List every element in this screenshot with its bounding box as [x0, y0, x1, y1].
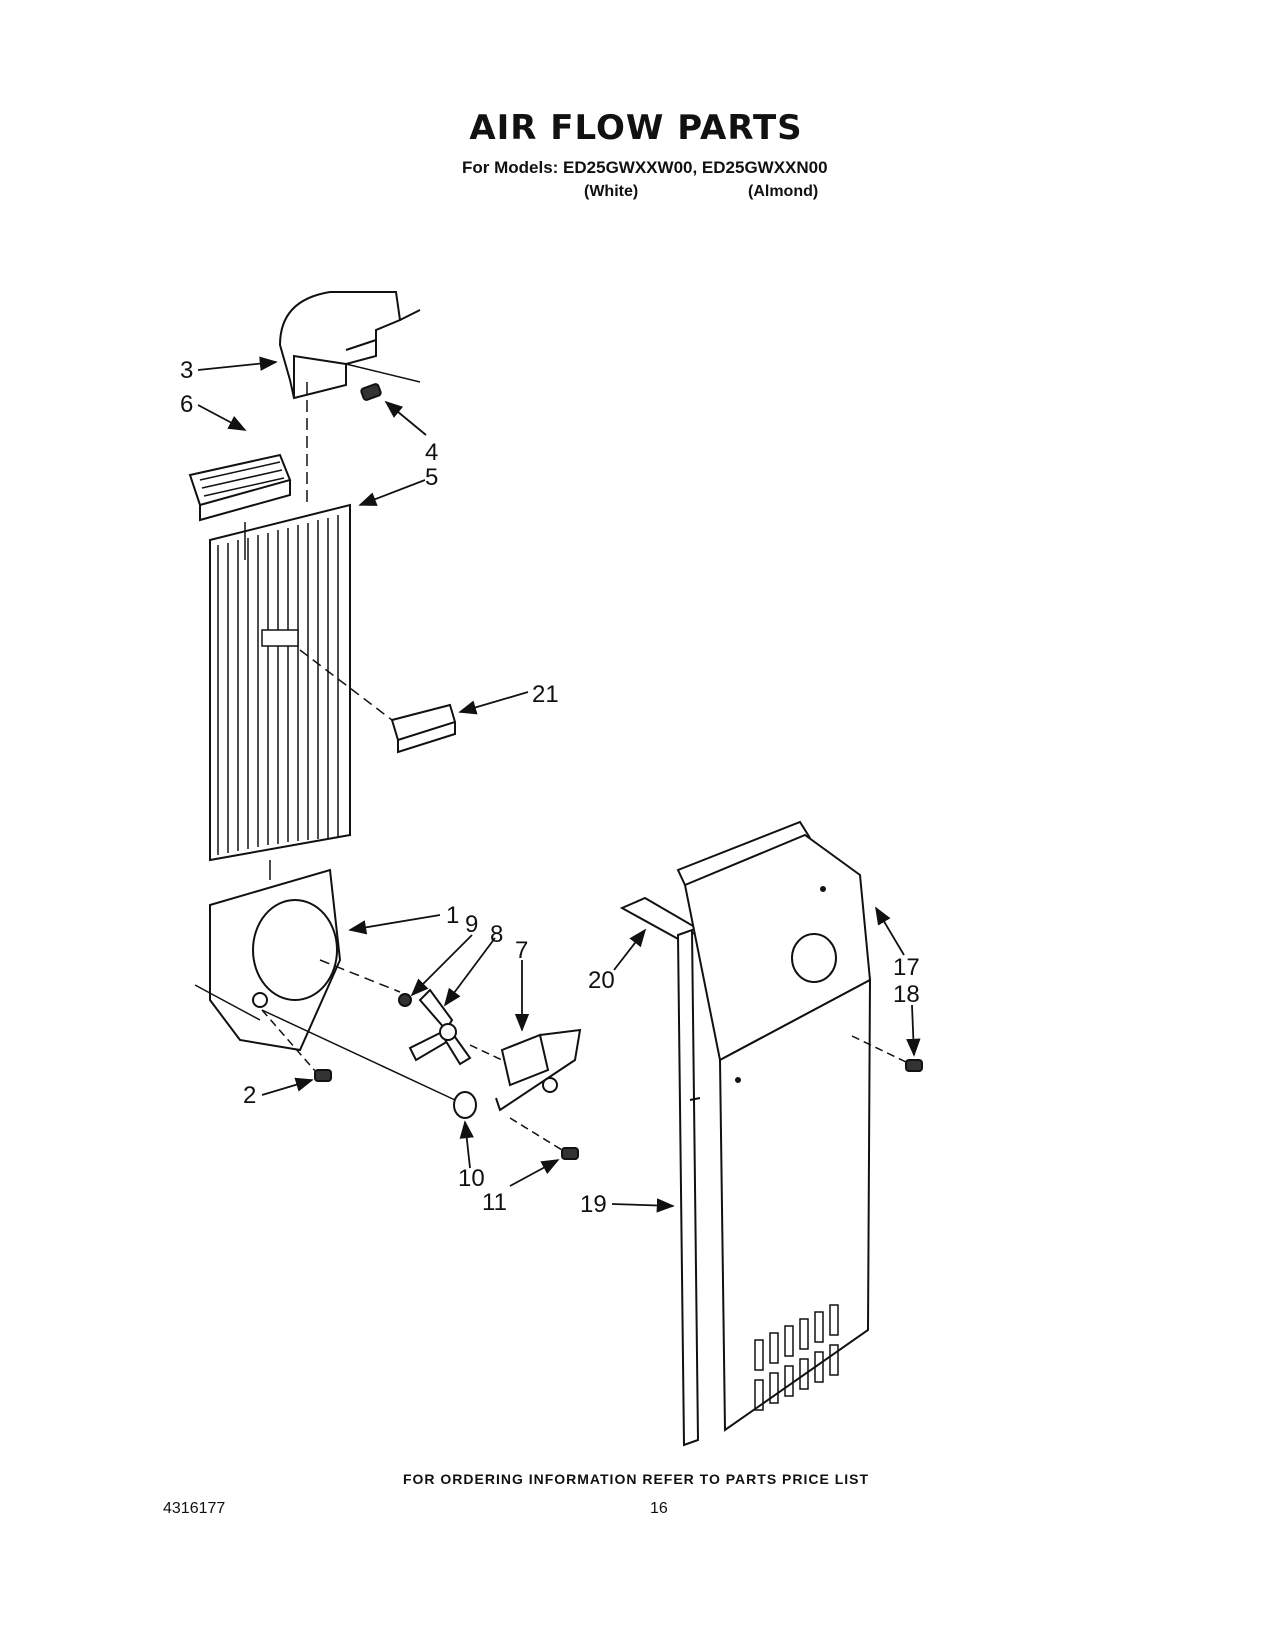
callout-17: 17 [893, 954, 920, 981]
callout-4: 4 [425, 439, 438, 466]
callout-21: 21 [532, 681, 559, 708]
part-5-evaporator-cover [209, 382, 351, 880]
part-1-fan-shroud [194, 868, 401, 1052]
variant-white-label: (White) [584, 183, 639, 200]
page-title: AIR FLOW PARTS [469, 108, 803, 148]
part-17-rear-panel [676, 820, 872, 1432]
callout-3: 3 [180, 357, 193, 384]
part-11-screw [509, 1117, 579, 1160]
part-8-fan-blade [408, 988, 472, 1066]
callout-20: 20 [588, 967, 615, 994]
callout-11: 11 [482, 1189, 507, 1216]
ordering-note: FOR ORDERING INFORMATION REFER TO PARTS … [402, 1471, 870, 1487]
document-number: 4316177 [163, 1500, 226, 1517]
part-2-screw [261, 1009, 332, 1082]
variant-almond-label: (Almond) [748, 183, 819, 200]
part-3-air-duct [278, 291, 421, 400]
part-19-channel [676, 928, 701, 1447]
part-10-grommet [261, 1009, 477, 1119]
callout-7: 7 [515, 937, 528, 964]
part-7-fan-motor [469, 1028, 582, 1112]
callout-9: 9 [465, 911, 478, 938]
callout-18: 18 [893, 981, 920, 1008]
part-21-bracket [299, 649, 457, 754]
callout-6: 6 [180, 391, 193, 418]
page-number: 16 [650, 1500, 668, 1517]
callout-10: 10 [458, 1165, 485, 1192]
callout-numbers: 3 6 4 5 21 1 9 8 7 20 17 18 2 10 11 19 [180, 357, 920, 1218]
callout-5: 5 [425, 464, 438, 491]
callout-8: 8 [490, 921, 503, 948]
part-9-nut [398, 993, 412, 1007]
callout-2: 2 [243, 1082, 256, 1109]
part-4-screw [360, 383, 382, 401]
models-line: For Models: ED25GWXXW00, ED25GWXXN00 [462, 158, 828, 177]
part-18-screw [851, 1035, 923, 1072]
callout-19: 19 [580, 1191, 607, 1218]
callout-leaders [197, 356, 921, 1213]
callout-1: 1 [446, 902, 459, 929]
part-6-grille [188, 453, 292, 522]
